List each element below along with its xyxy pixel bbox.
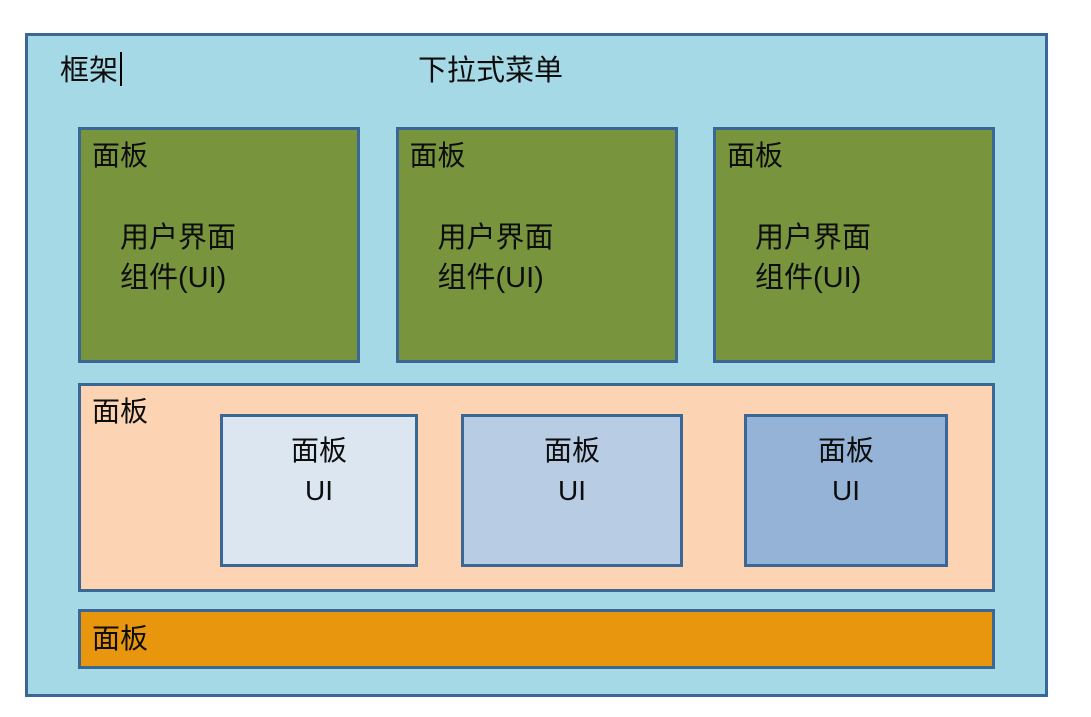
ui-panel-2-content-line1: 用户界面 xyxy=(437,222,554,254)
ui-panel-3-label: 面板 xyxy=(727,140,784,171)
frame-title: 框架 xyxy=(60,52,123,90)
ui-panel-2-content-line2: 组件(UI) xyxy=(437,262,544,294)
frame-container: 框架 下拉式菜单 面板 用户界面 组件(UI) 面板 用户界面 组件(UI) 面… xyxy=(25,33,1048,697)
sub-panel-3-line1: 面板 xyxy=(817,435,874,466)
ui-panel-1: 面板 用户界面 组件(UI) xyxy=(78,127,360,363)
ui-panel-1-content: 用户界面 组件(UI) xyxy=(120,218,236,298)
ui-panel-1-label: 面板 xyxy=(92,140,149,171)
bottom-panel: 面板 xyxy=(78,609,995,669)
ui-panel-1-content-line1: 用户界面 xyxy=(120,222,237,254)
dropdown-menu-label: 下拉式菜单 xyxy=(418,55,564,87)
ui-panel-2: 面板 用户界面 组件(UI) xyxy=(395,127,678,363)
ui-panel-3-content: 用户界面 组件(UI) xyxy=(755,218,871,298)
sub-panel-1-line2: UI xyxy=(305,475,333,506)
ui-panel-2-label: 面板 xyxy=(409,140,466,171)
bottom-panel-label: 面板 xyxy=(92,623,149,654)
sub-panel-2-line1: 面板 xyxy=(543,435,600,466)
sub-panel-2: 面板 UI xyxy=(461,414,683,567)
sub-panel-3: 面板 UI xyxy=(744,414,948,567)
ui-panel-3-content-line2: 组件(UI) xyxy=(755,262,862,294)
ui-panel-1-content-line2: 组件(UI) xyxy=(120,262,227,294)
container-panel: 面板 面板 UI 面板 UI 面板 UI xyxy=(78,383,995,592)
frame-title-text: 框架 xyxy=(60,55,119,87)
ui-panel-3-content-line1: 用户界面 xyxy=(755,222,872,254)
sub-panel-1-line1: 面板 xyxy=(290,435,347,466)
container-panel-label: 面板 xyxy=(92,396,149,427)
ui-panel-3: 面板 用户界面 组件(UI) xyxy=(713,127,995,363)
sub-panel-3-line2: UI xyxy=(832,475,860,506)
ui-panel-row: 面板 用户界面 组件(UI) 面板 用户界面 组件(UI) 面板 用户界面 组件… xyxy=(78,127,995,363)
sub-panel-2-line2: UI xyxy=(558,475,586,506)
sub-panel-1: 面板 UI xyxy=(220,414,418,567)
ui-panel-2-content: 用户界面 组件(UI) xyxy=(438,218,554,298)
text-cursor xyxy=(120,52,123,86)
